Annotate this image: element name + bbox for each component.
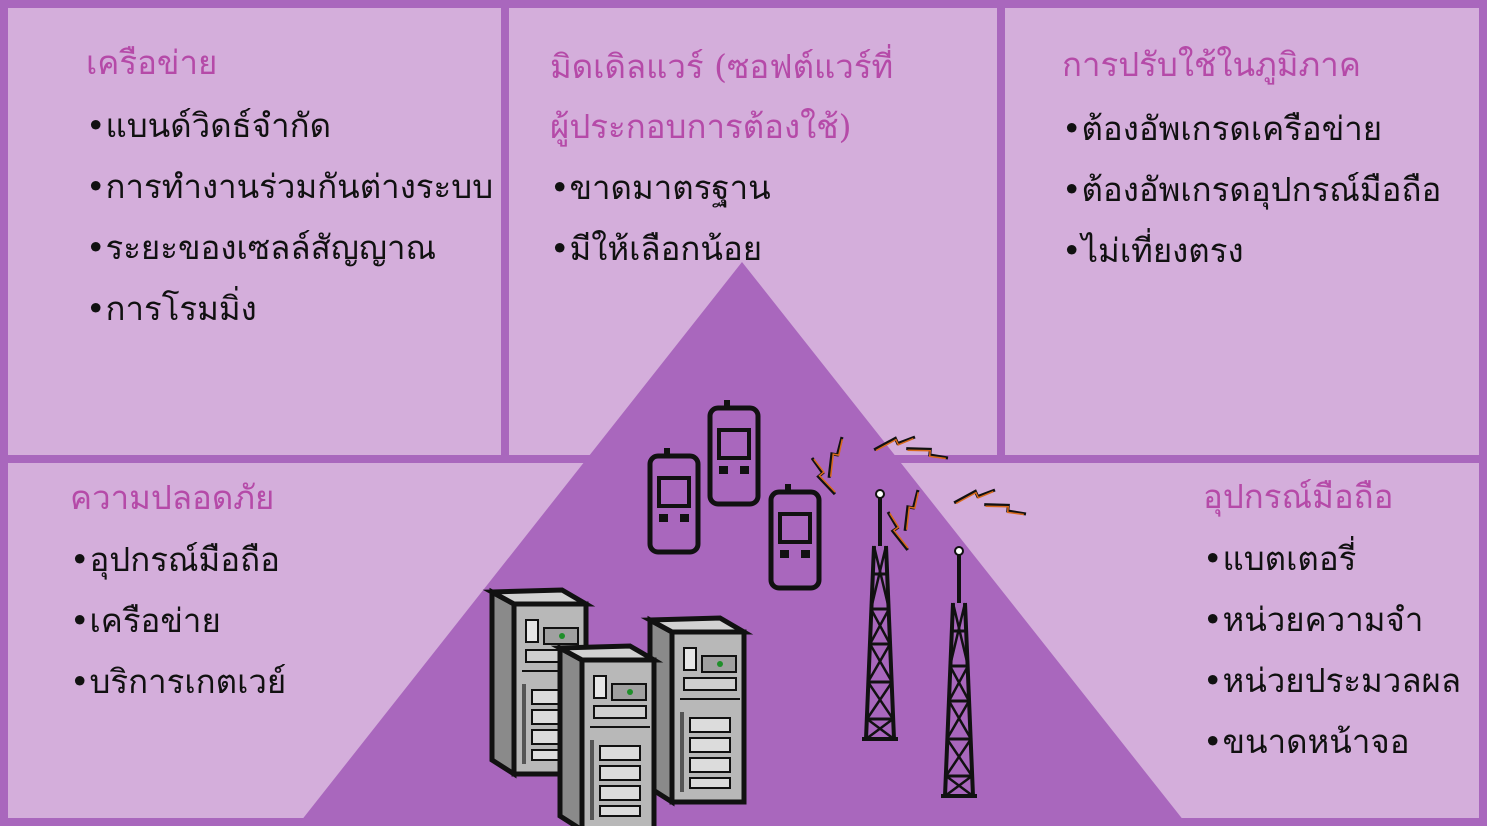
panel-regional-heading: การปรับใช้ในภูมิภาค xyxy=(1062,45,1361,84)
list-item: •การโรมมิ่ง xyxy=(86,289,257,328)
list-item: •มีให้เลือกน้อย xyxy=(550,229,763,268)
signal-bolt-icon xyxy=(952,476,997,516)
server-icon xyxy=(560,646,654,826)
list-item: •หน่วยประมวลผล xyxy=(1203,661,1462,700)
list-item: •ต้องอัพเกรดอุปกรณ์มือถือ xyxy=(1062,170,1442,209)
list-item: •ไม่เที่ยงตรง xyxy=(1062,231,1244,270)
panel-middleware-list: •ขาดมาตรฐาน •มีให้เลือกน้อย xyxy=(550,157,771,279)
panel-regional-list: •ต้องอัพเกรดเครือข่าย •ต้องอัพเกรดอุปกรณ… xyxy=(1062,98,1441,281)
list-item: •แบนด์วิดธ์จำกัด xyxy=(86,106,332,145)
list-item: •แบตเตอรี่ xyxy=(1203,539,1357,578)
mobile-phone-icon xyxy=(771,484,819,588)
list-item: •บริการเกตเวย์ xyxy=(70,662,287,701)
list-item: •ระยะของเซลล์สัญญาณ xyxy=(86,228,437,267)
signal-bolt-icon xyxy=(880,510,916,552)
panel-network-heading: เครือข่าย xyxy=(86,43,218,82)
antenna-tower-icon xyxy=(860,488,900,741)
list-item: •หน่วยความจำ xyxy=(1203,600,1424,639)
list-item: •ต้องอัพเกรดเครือข่าย xyxy=(1062,109,1383,148)
mobile-phone-icon xyxy=(710,400,758,504)
server-icon xyxy=(650,618,744,802)
panel-middleware-heading-line1: มิดเดิลแวร์ (ซอฟต์แวร์ที่ xyxy=(550,47,894,86)
list-item: •อุปกรณ์มือถือ xyxy=(70,540,280,579)
panel-device-heading: อุปกรณ์มือถือ xyxy=(1203,477,1394,516)
panel-device-list: •แบตเตอรี่ •หน่วยความจำ •หน่วยประมวลผล •… xyxy=(1203,528,1461,772)
mobile-phone-icon xyxy=(650,448,698,552)
panel-security-heading: ความปลอดภัย xyxy=(70,478,275,517)
signal-bolt-icon xyxy=(982,486,1028,533)
list-item: •ขนาดหน้าจอ xyxy=(1203,722,1410,761)
signal-bolt-icon xyxy=(807,456,840,496)
list-item: •การทำงานร่วมกันต่างระบบ xyxy=(86,167,494,206)
antenna-tower-icon xyxy=(939,545,979,798)
signal-bolt-icon xyxy=(872,423,917,463)
panel-middleware-heading-line2: ผู้ประกอบการต้องใช้) xyxy=(550,107,852,146)
panel-security-list: •อุปกรณ์มือถือ •เครือข่าย •บริการเกตเวย์ xyxy=(70,529,286,712)
list-item: •เครือข่าย xyxy=(70,601,221,640)
list-item: •ขาดมาตรฐาน xyxy=(550,168,771,207)
panel-network-list: •แบนด์วิดธ์จำกัด •การทำงานร่วมกันต่างระบ… xyxy=(86,95,493,339)
